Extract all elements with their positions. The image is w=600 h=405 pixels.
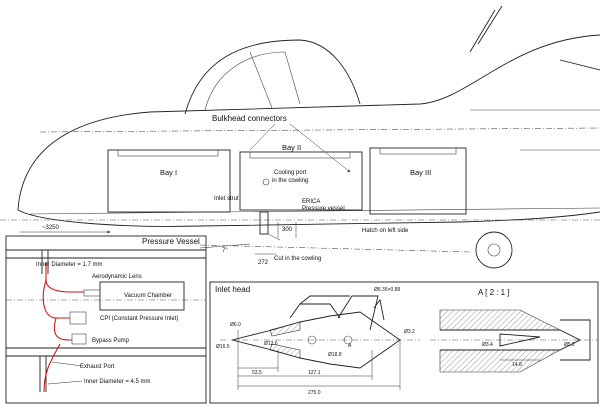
dim-3250: ~3250	[42, 225, 60, 231]
aerodynamic-lens	[83, 289, 101, 297]
bulkhead-connectors-label: Bulkhead connectors	[212, 114, 287, 123]
cooling-port-label-2: in the cowling	[272, 178, 308, 184]
inlet-head-title: Inlet head	[215, 285, 250, 294]
bypass-pump-label: Bypass Pump	[92, 338, 130, 344]
inlet-head-panel: Inlet head A [ 2 : 1 ] Ø6.35×0.89 Ø3.2 Ø…	[209, 281, 599, 404]
d-6-0: Ø6.0	[230, 322, 241, 328]
dim-275-0: 275.0	[308, 390, 321, 396]
inlet-strut	[259, 211, 269, 235]
inner-diameter-bottom: Inner Diameter = 4.5 mm	[84, 379, 151, 385]
landing-gear-wheel	[475, 231, 513, 269]
label-a: A	[348, 343, 352, 349]
hatch-label: Hatch on left side	[362, 228, 409, 234]
detail-a-title: A [ 2 : 1 ]	[478, 288, 510, 297]
d-5-2: Ø5.2	[564, 342, 575, 348]
dim-127-1: 127.1	[308, 370, 321, 376]
angle-label: 7°	[222, 248, 228, 254]
cut-cowling-label: Cut in the cowling	[274, 256, 321, 262]
cooling-port-symbol	[262, 178, 270, 186]
erica-label-1: ERICA	[302, 199, 320, 205]
dim-14-8: 14.8	[512, 362, 522, 368]
bay-1-label: Bay I	[160, 168, 177, 177]
aircraft-fuselage	[0, 5, 600, 227]
inner-diameter-top: Inner Diameter = 1.7 mm	[36, 262, 103, 268]
bay-3-label: Bay III	[410, 168, 431, 177]
d-12-6: Ø12.6	[264, 341, 278, 347]
bay-2-label: Bay II	[282, 143, 301, 152]
vacuum-chamber-label: Vacuum Chamber	[124, 293, 172, 299]
d-3-2: Ø3.2	[404, 329, 415, 335]
aero-lens-label: Aerodynamic Lens	[92, 274, 142, 280]
exhaust-port-label: Exhaust Port	[80, 364, 115, 370]
dim-300: 300	[282, 227, 293, 233]
detail-a-drawing: Ø3.4 Ø5.2 14.8	[430, 309, 598, 373]
pressure-vessel-panel: Pressure Vessel Vacuum Chamber Inner Dia…	[5, 235, 207, 404]
d-3-4: Ø3.4	[482, 342, 493, 348]
d-18-8: Ø18.8	[328, 352, 342, 358]
equipment-bays	[107, 147, 467, 215]
erica-label-2: Pressure vessel	[302, 206, 345, 212]
cpi-label: CPI (Constant Pressure Inlet)	[100, 316, 178, 322]
pressure-vessel-title: Pressure Vessel	[142, 237, 200, 246]
inlet-strut-label: Inlet strut	[214, 196, 239, 202]
bypass-pump	[71, 333, 87, 345]
cooling-port-label-1: Cooling port	[274, 170, 307, 176]
dim-53-5: 53.5	[252, 370, 262, 376]
cpi-box	[69, 311, 87, 325]
dim-272: 272	[258, 260, 269, 266]
d-6-35: Ø6.35×0.89	[374, 287, 400, 293]
d-16-5: Ø16.5	[216, 344, 230, 350]
